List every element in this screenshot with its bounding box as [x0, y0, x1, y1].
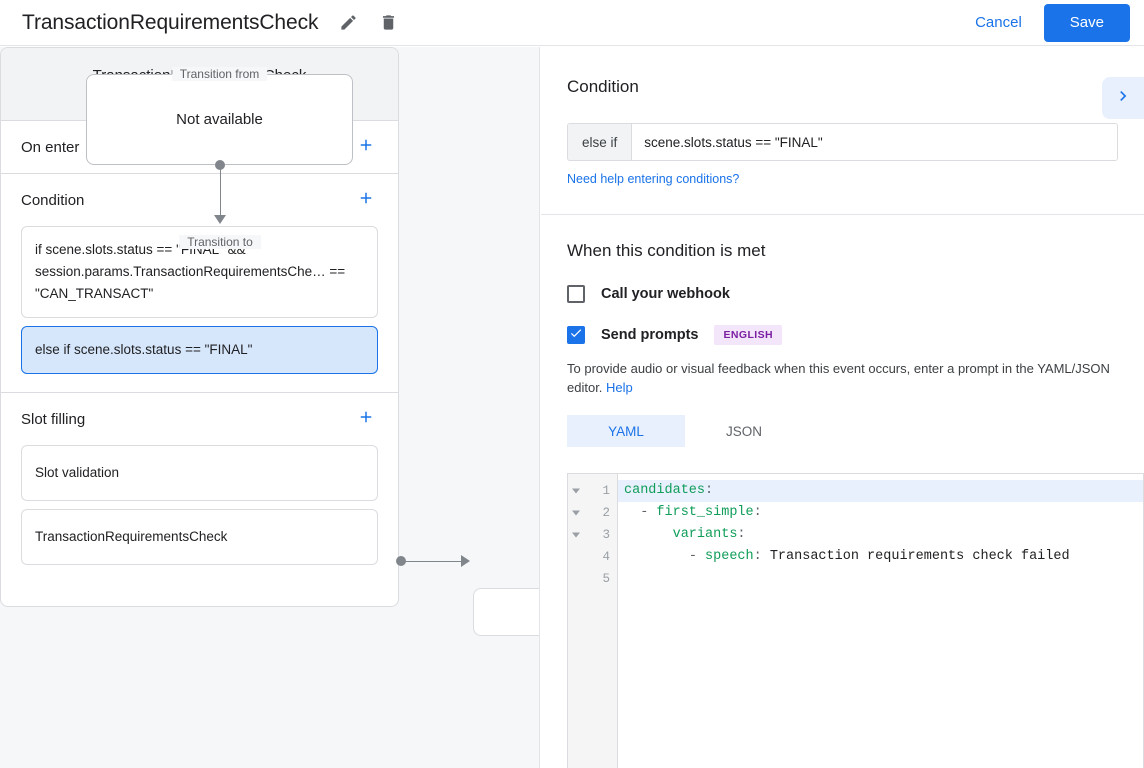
send-prompts-label: Send prompts: [601, 327, 699, 343]
plus-icon: [357, 189, 375, 212]
condition-help-link[interactable]: Need help entering conditions?: [567, 172, 740, 186]
list-item[interactable]: TransactionRequirementsCheck: [21, 509, 378, 565]
save-button[interactable]: Save: [1043, 3, 1130, 42]
add-slot-filling-button[interactable]: [354, 407, 378, 431]
top-app-bar: TransactionRequirementsCheck Cancel Save: [0, 0, 1144, 46]
webhook-checkbox-row[interactable]: Call your webhook: [567, 285, 1118, 303]
editor-gutter: 1 2 3 4 5: [568, 474, 618, 768]
language-badge: ENGLISH: [714, 325, 782, 345]
line-number: 5: [602, 572, 610, 586]
gutter-line: 2: [568, 502, 617, 524]
call-webhook-checkbox[interactable]: [567, 285, 585, 303]
list-item[interactable]: Slot validation: [21, 445, 378, 501]
trash-icon: [379, 13, 398, 32]
code-indent: [624, 549, 689, 564]
yaml-editor[interactable]: 1 2 3 4 5 candidates: - first_simple: va…: [567, 473, 1144, 768]
code-key: first_simple: [656, 505, 754, 520]
send-prompts-checkbox[interactable]: [567, 326, 585, 344]
add-condition-button[interactable]: [354, 188, 378, 212]
panel-condition-heading: Condition: [567, 77, 639, 96]
condition-input-row[interactable]: else if: [567, 123, 1118, 161]
connector-arrow-down: [214, 215, 226, 224]
when-met-heading: When this condition is met: [567, 241, 766, 260]
code-dash: -: [640, 505, 657, 520]
plus-icon: [357, 136, 375, 159]
edit-name-button[interactable]: [332, 7, 364, 39]
prompts-help-link[interactable]: Help: [606, 380, 633, 395]
chevron-right-icon: [1113, 86, 1133, 111]
condition-expression-input[interactable]: [632, 124, 1117, 160]
checkmark-icon: [569, 326, 583, 345]
transition-to-legend: Transition to: [179, 235, 261, 249]
expand-panel-button[interactable]: [1102, 77, 1144, 119]
code-punct: :: [753, 505, 762, 520]
gutter-line: 5: [568, 568, 617, 590]
editor-code-area[interactable]: candidates: - first_simple: variants: - …: [618, 474, 1144, 768]
code-key: candidates: [624, 483, 706, 498]
connector-line-vertical: [219, 165, 221, 216]
fold-triangle-icon[interactable]: [572, 532, 580, 538]
connector-arrow-right: [461, 555, 470, 567]
gutter-line: 1: [568, 480, 617, 502]
code-line[interactable]: variants:: [618, 524, 1144, 546]
section-title-slot-filling: Slot filling: [21, 410, 86, 428]
code-punct: :: [753, 549, 770, 564]
list-item[interactable]: else if scene.slots.status == "FINAL": [21, 326, 378, 374]
section-title-on-enter: On enter: [21, 138, 80, 156]
prompts-description: To provide audio or visual feedback when…: [567, 359, 1118, 397]
fold-triangle-icon[interactable]: [572, 510, 580, 516]
section-on-enter: On enter: [1, 121, 398, 174]
line-number: 1: [602, 484, 610, 498]
flow-canvas[interactable]: Transition from Not available Transition…: [0, 47, 540, 768]
call-webhook-label: Call your webhook: [601, 286, 730, 302]
code-key: speech: [705, 549, 754, 564]
prompts-description-text: To provide audio or visual feedback when…: [567, 361, 1110, 395]
fold-triangle-icon[interactable]: [572, 488, 580, 494]
page-title: TransactionRequirementsCheck: [22, 10, 319, 34]
section-slot-filling: Slot filling Slot validation Transaction…: [1, 393, 398, 583]
section-condition: Condition if scene.slots.status == "FINA…: [1, 174, 398, 393]
code-line[interactable]: - first_simple:: [618, 502, 1144, 524]
cancel-button[interactable]: Cancel: [963, 6, 1034, 39]
add-on-enter-button[interactable]: [354, 135, 378, 159]
plus-icon: [357, 408, 375, 431]
code-indent: [624, 505, 640, 520]
code-value: Transaction requirements check failed: [769, 549, 1070, 564]
transition-from-legend: Transition from: [171, 67, 268, 81]
code-line[interactable]: candidates:: [618, 480, 1144, 502]
send-prompts-checkbox-row[interactable]: Send prompts ENGLISH: [567, 325, 1118, 345]
panel-when-met-section: When this condition is met Call your web…: [541, 215, 1144, 447]
transition-from-value: Not available: [176, 111, 263, 128]
target-node-card[interactable]: [473, 588, 539, 636]
pencil-icon: [339, 13, 358, 32]
code-indent: [624, 527, 673, 542]
code-key: variants: [672, 527, 738, 542]
condition-prefix-label: else if: [568, 124, 633, 160]
gutter-line: 3: [568, 524, 617, 546]
code-line[interactable]: - speech: Transaction requirements check…: [618, 546, 1144, 568]
line-number: 3: [602, 528, 610, 542]
line-number: 4: [602, 550, 610, 564]
gutter-line: 4: [568, 546, 617, 568]
transition-from-box: Transition from Not available: [86, 67, 353, 165]
code-punct: :: [705, 483, 714, 498]
code-dash: -: [688, 549, 706, 564]
editor-format-tabs: YAML JSON: [567, 415, 1118, 447]
tab-yaml[interactable]: YAML: [567, 415, 685, 447]
connector-line-horizontal: [401, 560, 468, 562]
line-number: 2: [602, 506, 610, 520]
delete-button[interactable]: [372, 7, 404, 39]
section-title-condition: Condition: [21, 191, 85, 209]
panel-condition-section: Condition else if Need help entering con…: [541, 47, 1144, 215]
code-punct: :: [737, 527, 746, 542]
tab-json[interactable]: JSON: [725, 423, 762, 439]
code-line[interactable]: [618, 568, 1144, 590]
